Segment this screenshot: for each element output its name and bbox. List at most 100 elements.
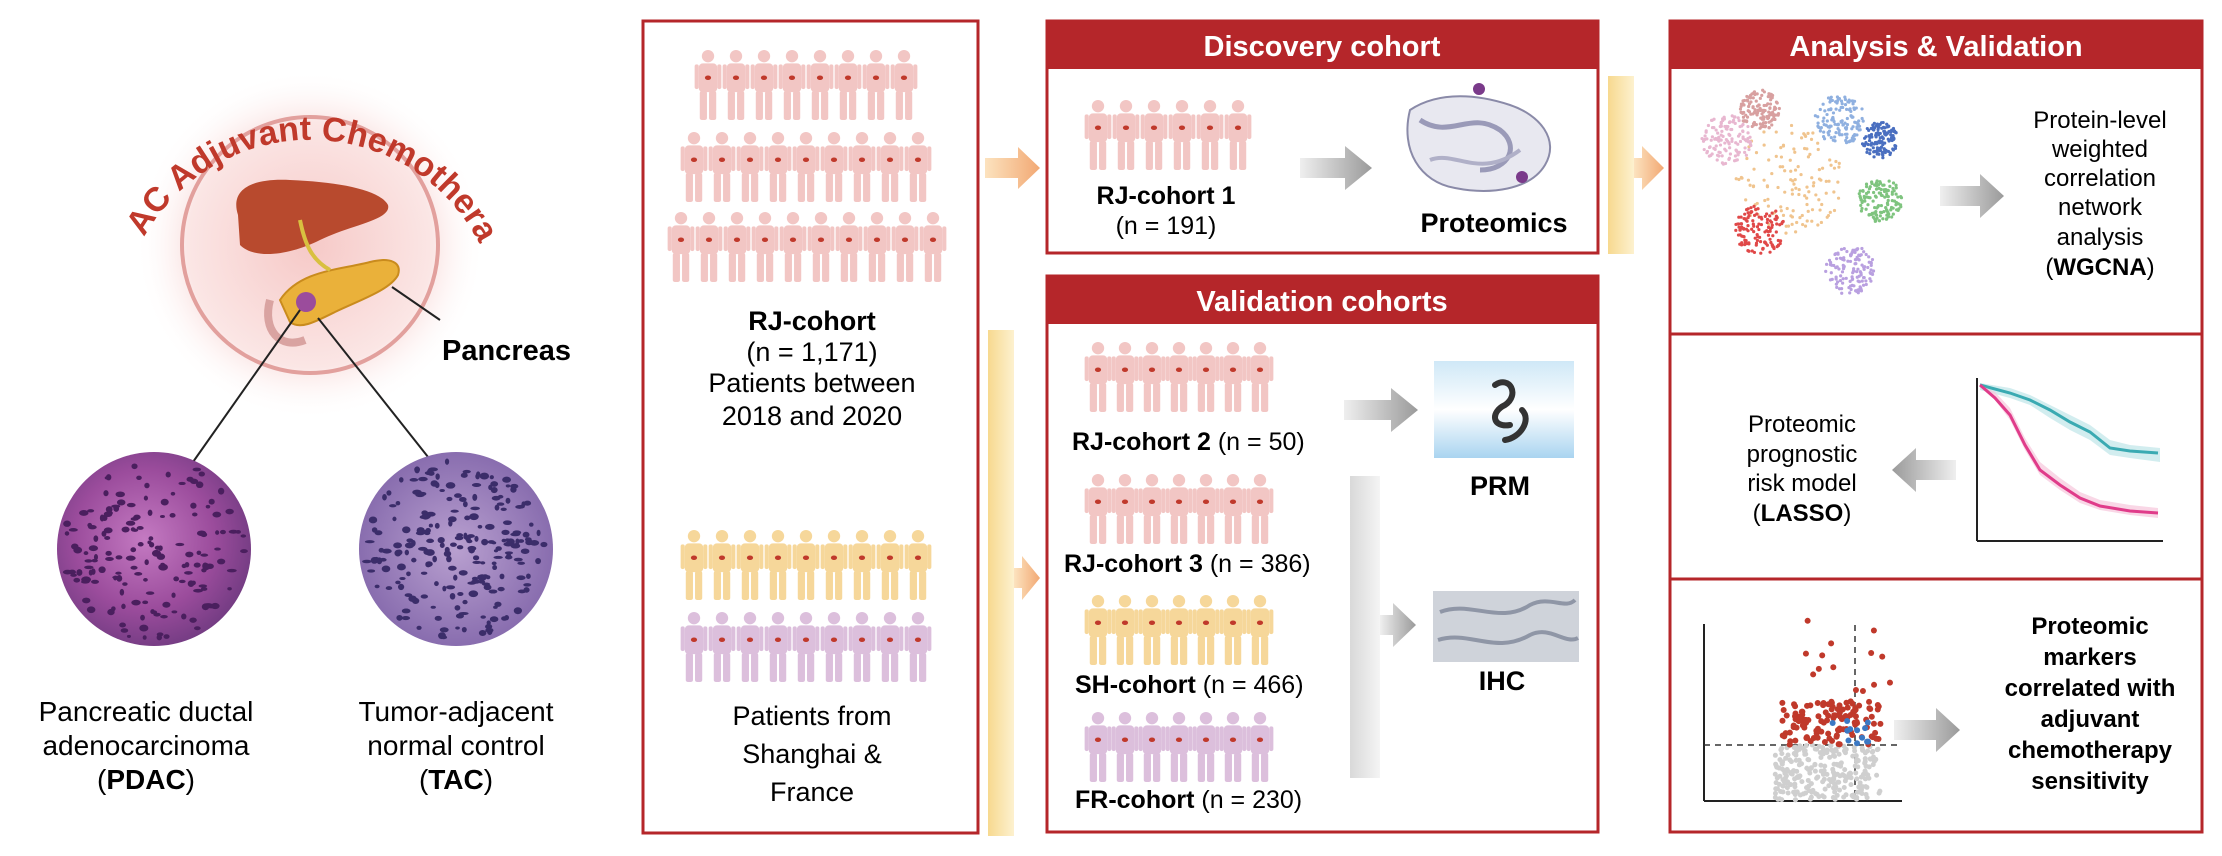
markers-line3: correlated with [2005,675,2176,702]
patient-icon [1246,474,1274,544]
analysis-header: Analysis & Validation [1789,31,2082,63]
validation-header-bar [1047,276,1598,324]
pdac-histology-image [57,452,251,646]
markers-line5: chemotherapy [2008,737,2173,764]
patient-icon [1192,342,1220,412]
patient-icon [778,50,806,120]
patient-icon [1140,100,1168,170]
patient-icon [1224,100,1252,170]
arrow-to-discovery [985,147,1040,189]
tac-nuclei [362,458,548,640]
patient-icon [1111,712,1139,782]
patient-icon [723,212,751,282]
ihc-texture [1437,598,1579,645]
patient-icon [736,132,764,202]
wgcna-line4: network [2058,194,2143,221]
patient-icon [1196,100,1224,170]
patient-icons-source [667,50,947,682]
tac-caption-line2: normal control [367,730,544,761]
patient-icon [1192,474,1220,544]
patient-icon [1219,595,1247,665]
patient-icon [736,530,764,600]
wgcna-line3: correlation [2044,165,2156,192]
validation-panel: Validation cohorts RJ-cohort 2 (n = 50) … [1045,274,1600,834]
patient-icon [764,132,792,202]
patient-icons-discovery [1084,100,1252,170]
organ-ring [180,115,440,375]
patient-icon [1192,712,1220,782]
lasso-abbr: (LASSO) [1753,500,1852,527]
discovery-method: Proteomics [1420,208,1567,238]
lasso-line2: prognostic [1747,441,1858,468]
pancreas-pointer [391,286,441,321]
patient-icon [779,212,807,282]
lasso-line1: Proteomic [1748,411,1856,438]
patient-icon [1219,342,1247,412]
patient-icon [708,132,736,202]
patient-icon [1246,342,1274,412]
tac-pointer [317,317,433,463]
patient-icon [1138,342,1166,412]
ihc-label: IHC [1479,666,1526,696]
patient-icons-validation [1084,342,1274,782]
lasso-line3: risk model [1747,470,1856,497]
lasso-text: Proteomic prognostic risk model (LASSO) [1747,411,1858,527]
duodenum-icon [264,298,307,347]
ext-desc1: Patients from [732,701,891,731]
patient-icon [848,530,876,600]
prm-image [1434,361,1574,458]
patient-icon [1111,595,1139,665]
tac-caption-abbr: (TAC) [419,764,493,795]
pdac-nuclei [62,463,248,641]
patient-icon [695,212,723,282]
analysis-header-bar [1670,21,2202,69]
patient-icon [708,530,736,600]
discovery-header-bar [1047,21,1598,69]
patient-icon [1219,712,1247,782]
patient-icon [722,50,750,120]
discovery-cohort-n: (n = 191) [1116,212,1217,240]
patient-icon [835,212,863,282]
patient-icon [708,612,736,682]
patient-icon [750,50,778,120]
left-panel: PDAC Adjuvant Chemotherapy Pancreas Panc… [0,0,571,795]
patient-icon [890,50,918,120]
patient-icon [876,132,904,202]
tumor-icon [296,292,316,312]
pdac-caption-abbr: (PDAC) [97,764,195,795]
markers-line6: sensitivity [2031,768,2149,795]
patient-icon [1165,342,1193,412]
patient-icon [764,612,792,682]
validation-header: Validation cohorts [1196,286,1447,318]
patient-icon [848,132,876,202]
patient-icon [1246,712,1274,782]
patient-icon [792,132,820,202]
markers-line1: Proteomic [2031,613,2148,640]
analysis-panel: Analysis & Validation Protein-level weig… [1668,19,2204,834]
patient-icon [1112,100,1140,170]
arrow-to-proteomics [1300,146,1372,190]
patient-icon [1165,712,1193,782]
discovery-panel: Discovery cohort RJ-cohort 1 (n = 191) P… [1045,19,1600,255]
arrow-to-lasso [1892,448,1956,492]
source-connectors [985,147,1040,836]
wgcna-network-image [1700,88,1904,295]
patient-icon [876,612,904,682]
prm-label: PRM [1470,471,1530,501]
rj-cohort-n: (n = 1,171) [746,337,877,367]
wgcna-line5: analysis [2057,224,2144,251]
pdac-caption-line1: Pancreatic ductal [39,696,254,727]
source-panel: RJ-cohort (n = 1,171) Patients between 2… [641,19,980,835]
analysis-connector [1608,76,1664,254]
organ-glow [135,70,485,420]
arrow-to-wgcna [1940,174,2004,218]
arrow-to-markers [1894,708,1960,752]
patient-icon [1138,474,1166,544]
wgcna-text: Protein-level weighted correlation netwo… [2033,107,2166,281]
patient-icon [807,212,835,282]
analysis-box [1668,19,2204,834]
patient-icon [863,212,891,282]
rj-cohort-title: RJ-cohort [748,306,876,336]
patient-icon [1111,474,1139,544]
organ-label: Pancreas [442,335,571,367]
